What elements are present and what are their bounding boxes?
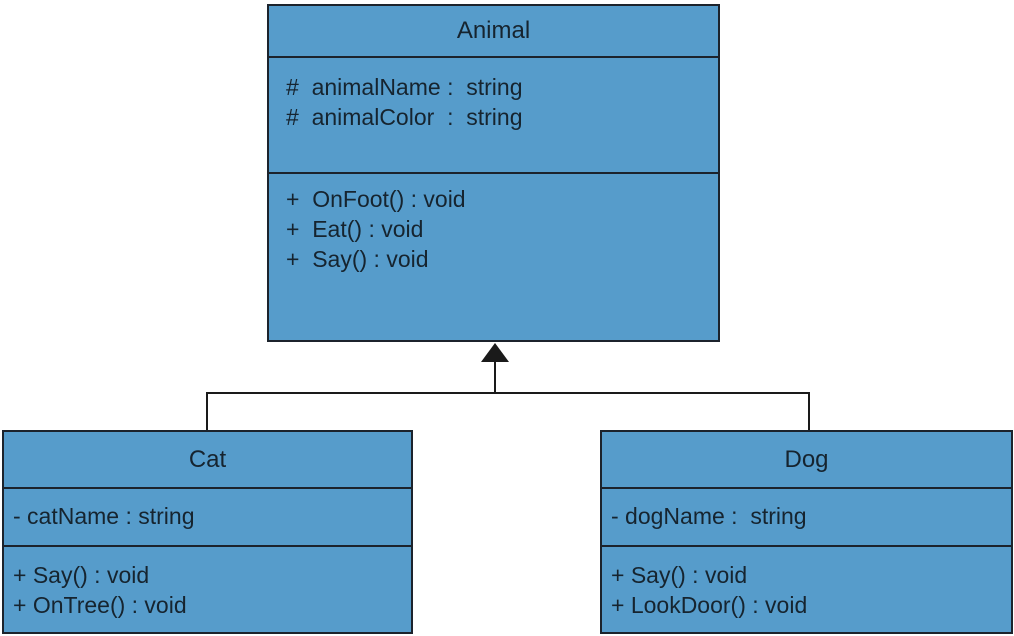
class-name-cat: Cat — [4, 432, 411, 489]
attribute-line: # animalColor : string — [286, 104, 523, 130]
connector-line-center — [494, 358, 496, 394]
class-methods-animal: + OnFoot() : void + Eat() : void + Say()… — [269, 174, 718, 340]
connector-line-horizontal — [206, 392, 810, 394]
connector-line-dog — [808, 392, 810, 430]
inheritance-arrowhead-icon — [481, 343, 509, 362]
method-line: + Eat() : void — [286, 216, 424, 242]
method-line: + Say() : void — [611, 562, 748, 588]
method-line: + LookDoor() : void — [611, 592, 808, 618]
class-attributes-dog: - dogName : string — [602, 489, 1011, 547]
attribute-line: - dogName : string — [611, 503, 807, 529]
class-box-dog: Dog - dogName : string + Say() : void + … — [600, 430, 1013, 634]
method-line: + OnFoot() : void — [286, 186, 466, 212]
class-attributes-animal: # animalName : string # animalColor : st… — [269, 58, 718, 174]
class-attributes-cat: - catName : string — [4, 489, 411, 547]
class-name-dog: Dog — [602, 432, 1011, 489]
class-box-cat: Cat - catName : string + Say() : void + … — [2, 430, 413, 634]
class-name-animal: Animal — [269, 6, 718, 58]
class-methods-dog: + Say() : void + LookDoor() : void — [602, 547, 1011, 632]
attribute-line: - catName : string — [13, 503, 195, 529]
class-methods-cat: + Say() : void + OnTree() : void — [4, 547, 411, 632]
method-line: + OnTree() : void — [13, 592, 187, 618]
class-box-animal: Animal # animalName : string # animalCol… — [267, 4, 720, 342]
connector-line-cat — [206, 392, 208, 430]
attribute-line: # animalName : string — [286, 74, 523, 100]
method-line: + Say() : void — [13, 562, 150, 588]
method-line: + Say() : void — [286, 246, 429, 272]
